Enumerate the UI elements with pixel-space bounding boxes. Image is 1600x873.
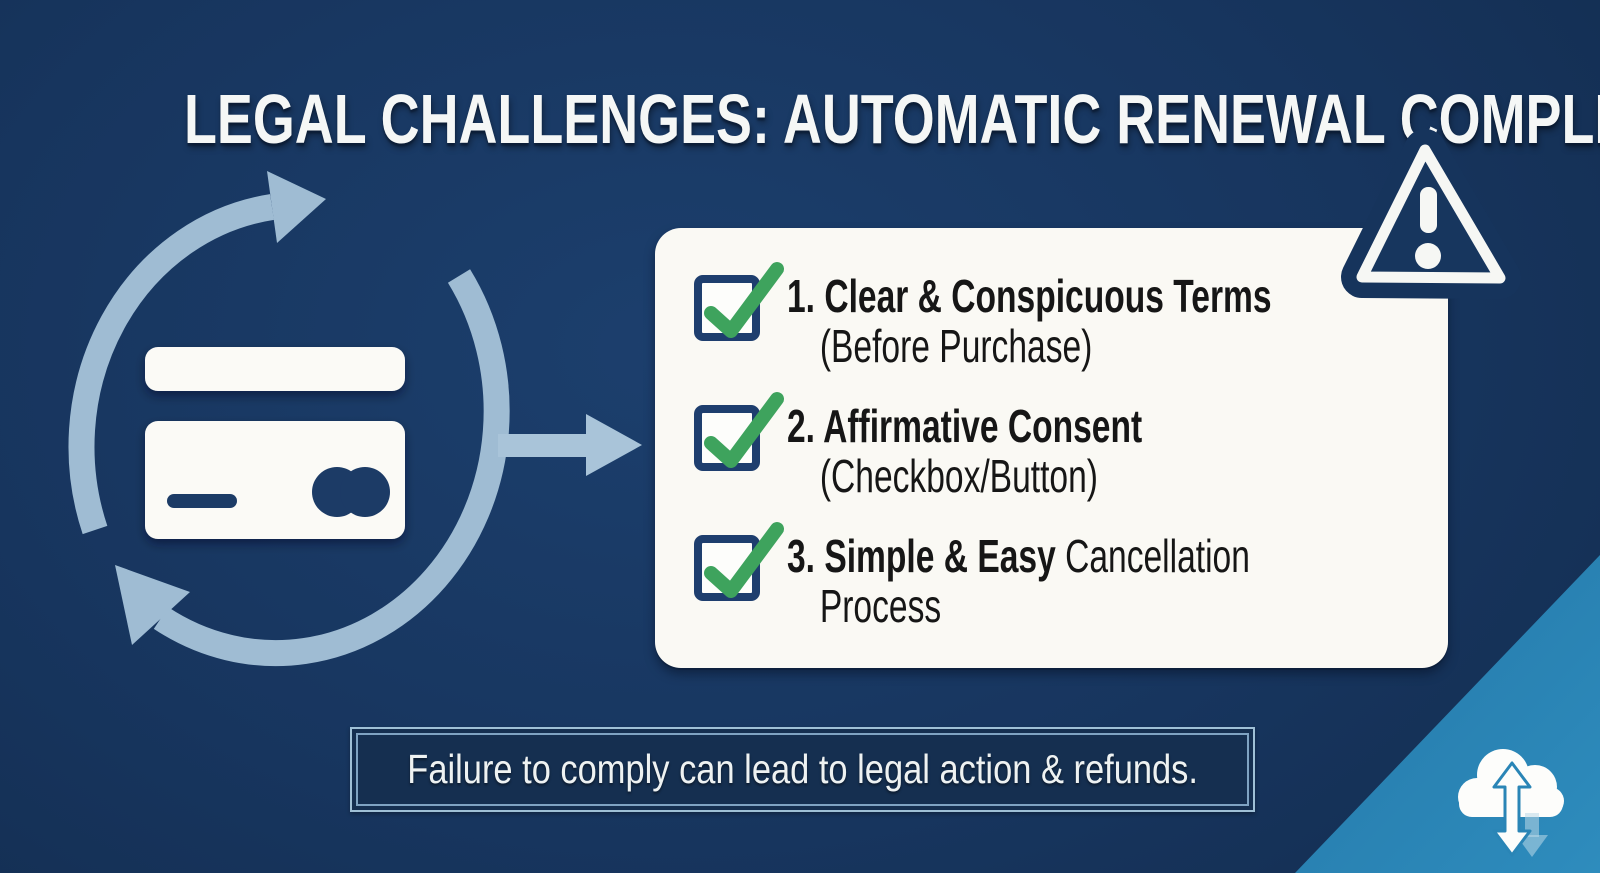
arrow-right-icon [498,414,642,476]
checkbox-checked-icon [694,262,784,341]
checklist-item: 2. Affirmative Consent (Checkbox/Button) [693,392,1430,502]
checklist-item-text: 2. Affirmative Consent (Checkbox/Button) [787,400,1143,502]
checklist-item: 1. Clear & Conspicuous Terms (Before Pur… [693,262,1430,372]
page-title: LEGAL CHALLENGES: AUTOMATIC RENEWAL COMP… [184,79,1600,158]
renewal-cycle-icon [68,171,642,667]
checkbox-checked-icon [694,522,784,601]
circular-arrows-icon [68,171,510,667]
checklist-item: 3. Simple & Easy Cancellation Process [693,522,1430,632]
warning-triangle-icon [1341,129,1521,299]
exclamation-mark [1415,187,1441,269]
compliance-warning-banner: Failure to comply can lead to legal acti… [350,727,1255,812]
checklist-item-text: 1. Clear & Conspicuous Terms (Before Pur… [787,270,1272,372]
checklist-card: 1. Clear & Conspicuous Terms (Before Pur… [655,228,1448,668]
credit-card-icon [145,347,405,539]
checklist-item-text: 3. Simple & Easy Cancellation Process [787,530,1250,632]
card-signature-line [167,494,237,508]
checkbox-checked-icon [694,392,784,471]
banner-text: Failure to comply can lead to legal acti… [407,746,1198,792]
cloud-sync-icon [1458,749,1564,857]
sync-arrows [1492,761,1532,857]
